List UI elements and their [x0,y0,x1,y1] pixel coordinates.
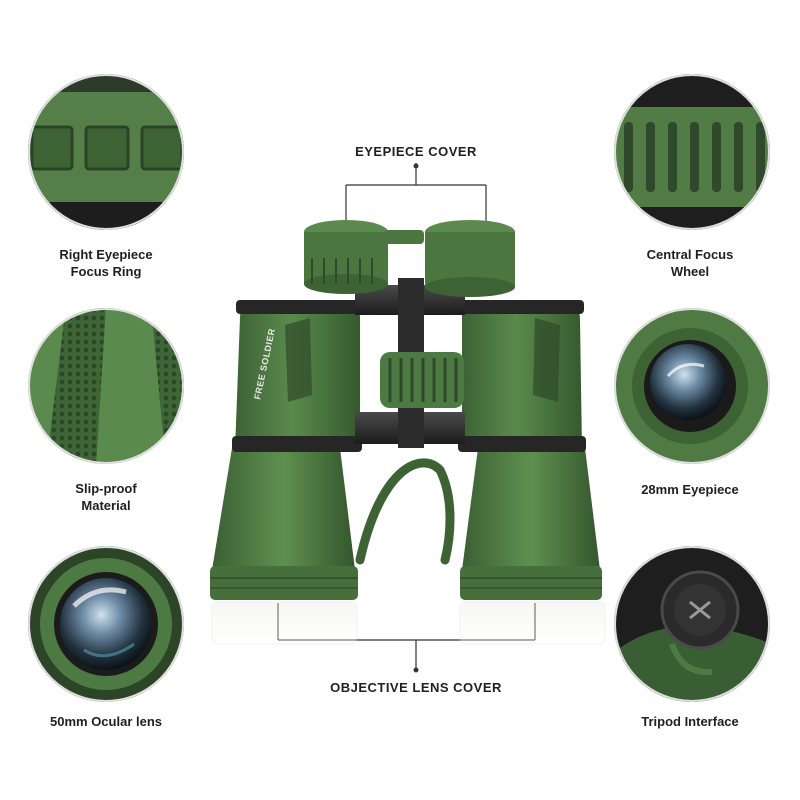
objective-lens-cover-title: OBJECTIVE LENS COVER [330,680,502,695]
eyepiece-ring-icon [26,72,186,232]
right-eyepiece-focus-ring-label: Right Eyepiece Focus Ring [59,247,153,279]
ocular-lens-50mm-label: 50mm Ocular lens [50,714,162,729]
eyepiece-cover-title: EYEPIECE COVER [355,144,477,159]
eyepiece-cover-callout-line [345,163,487,222]
objective-lens-icon [26,544,186,704]
slip-proof-material-label: Slip-proof Material [75,481,137,513]
texture-icon [26,306,186,466]
tripod-interface-label: Tripod Interface [641,714,739,729]
central-focus-wheel-label: Central Focus Wheel [646,247,734,279]
eyepiece-28mm-label: 28mm Eyepiece [641,482,739,497]
tripod-cap-icon [612,544,772,704]
focus-wheel-icon [612,72,772,232]
eyepiece-lens-icon [612,306,772,466]
